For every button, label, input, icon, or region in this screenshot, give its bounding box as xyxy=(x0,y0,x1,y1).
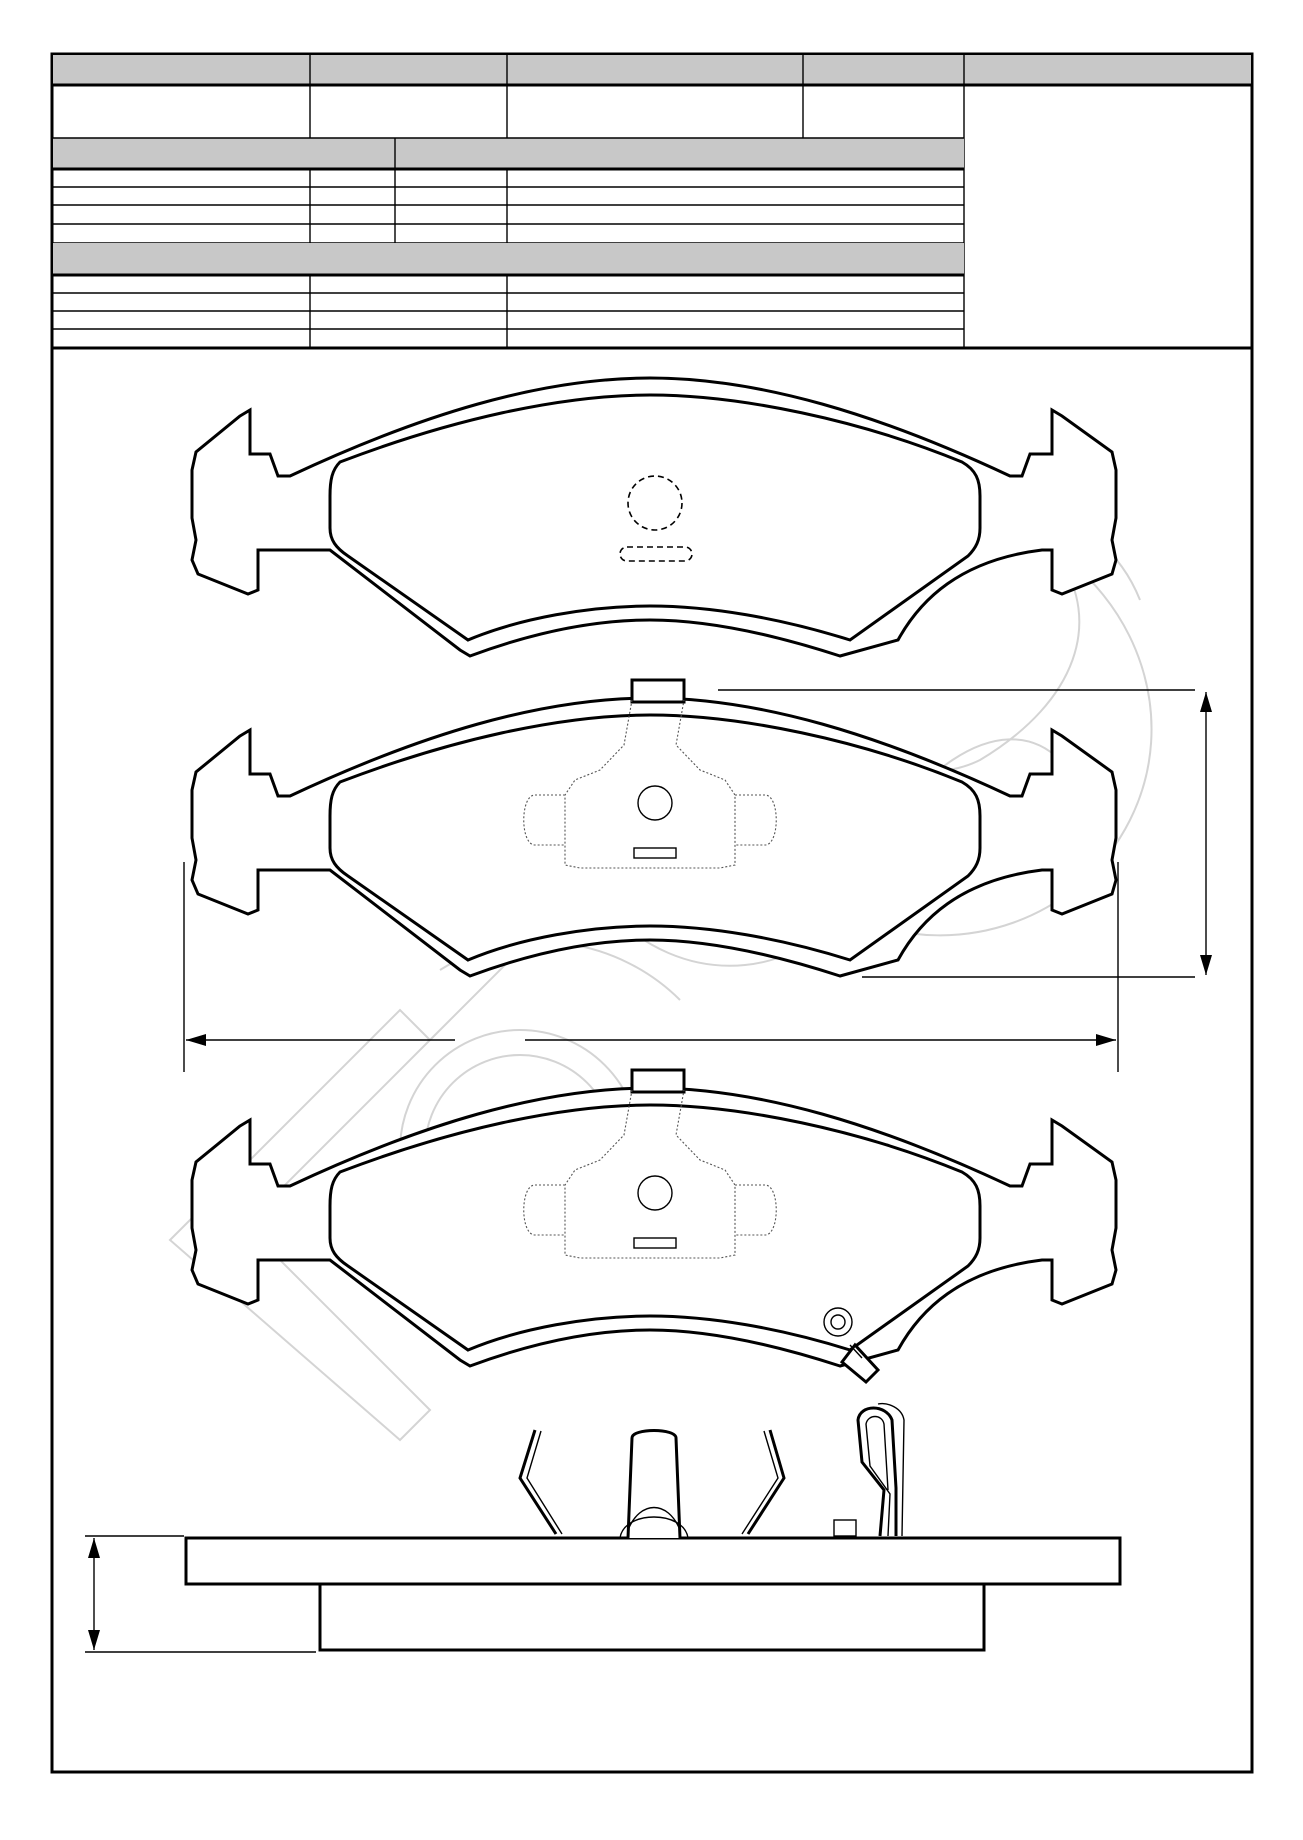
pad-3-clip-outline xyxy=(523,1089,777,1259)
pad-2-clip-outline xyxy=(523,699,777,869)
pad-1-hidden-hole xyxy=(627,475,683,531)
pad-3-clip-tab xyxy=(630,1068,686,1094)
side-backplate xyxy=(184,1536,1122,1586)
brake-pad-clip-view xyxy=(190,678,1118,978)
side-clip-left-spring xyxy=(518,1429,558,1535)
side-friction-block xyxy=(318,1582,986,1652)
spec-table xyxy=(52,55,1252,350)
sheet-border xyxy=(50,52,1254,1774)
pad-1-friction-material xyxy=(328,393,982,642)
brake-pad-sensor-view xyxy=(190,1068,1118,1385)
pad-2-rivet-hole xyxy=(637,785,673,821)
side-sensor-clip xyxy=(856,1406,898,1537)
dimension-annotations xyxy=(85,689,1212,1653)
pad-3-rivet-hole xyxy=(637,1175,673,1211)
side-sensor-block xyxy=(833,1519,857,1537)
wear-sensor xyxy=(823,1307,881,1385)
pad-3-friction-material xyxy=(328,1103,982,1352)
pad-3-clip-slot xyxy=(633,1237,677,1249)
brake-pad-top-view xyxy=(190,376,1118,658)
pad-2-friction-material xyxy=(328,713,982,962)
pad-2-clip-tab xyxy=(630,678,686,704)
side-clip-right-spring xyxy=(746,1429,786,1535)
side-clip-center xyxy=(626,1429,682,1539)
side-profile-view xyxy=(184,1402,1122,1652)
pad-2-clip-slot xyxy=(633,847,677,859)
